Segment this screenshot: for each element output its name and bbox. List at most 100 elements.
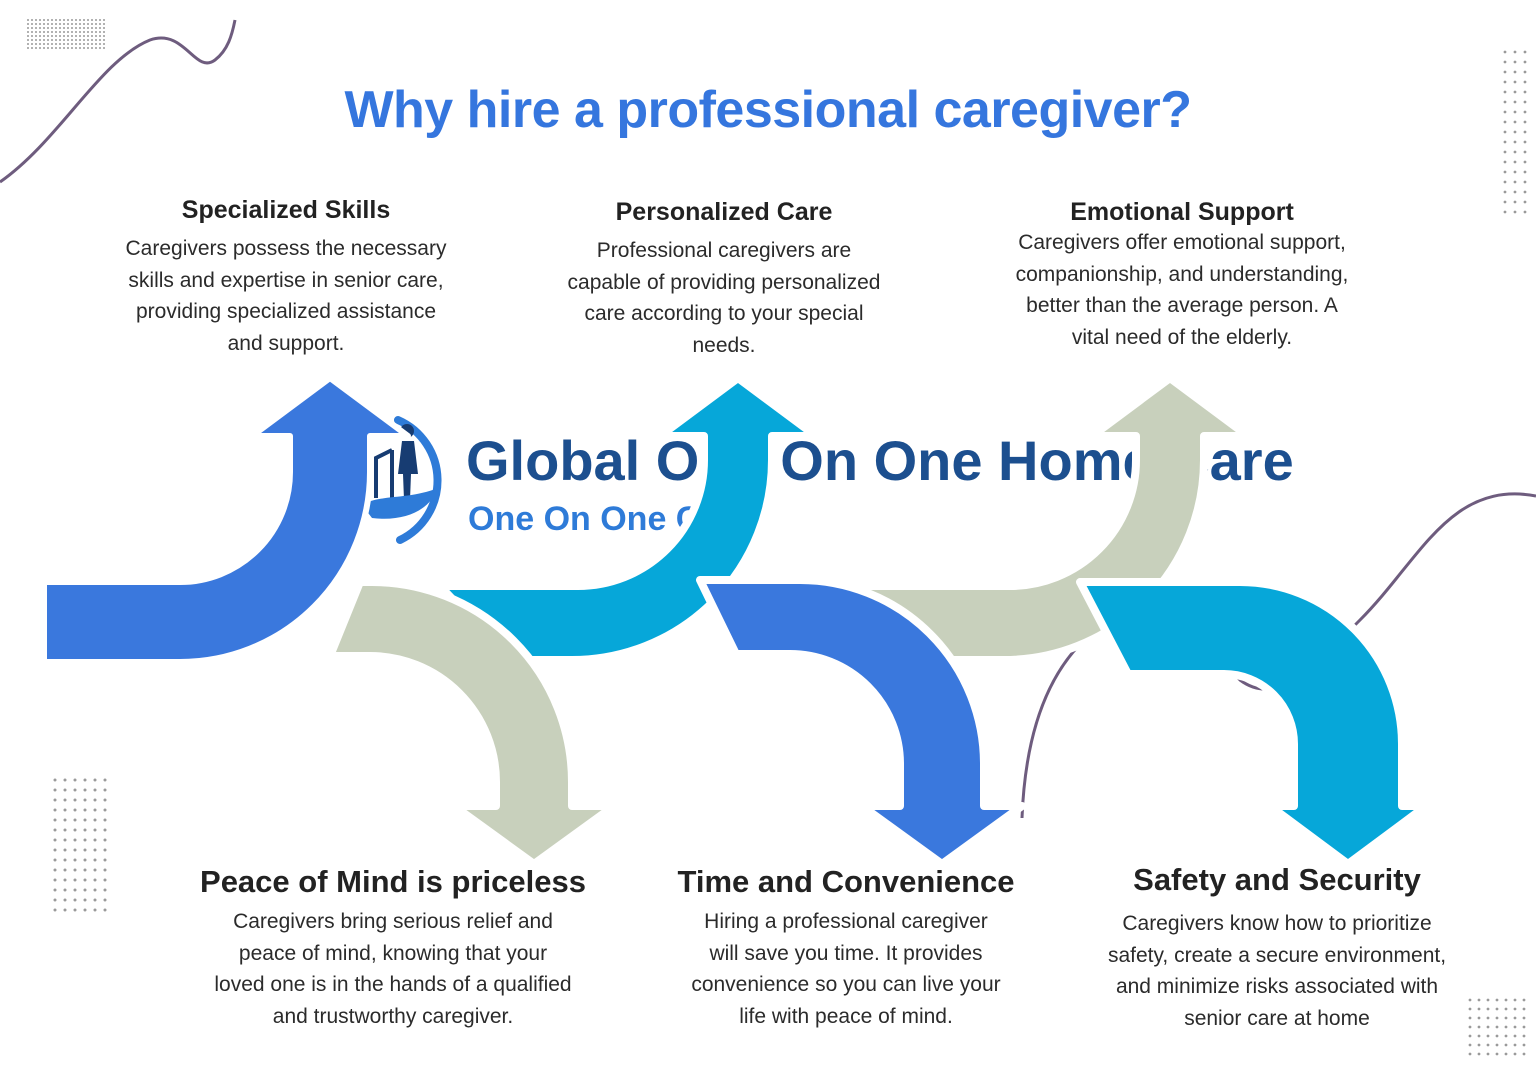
caregiver-hand-icon: [362, 416, 442, 544]
decorative-dot: [103, 868, 107, 872]
decorative-dot: [1513, 210, 1517, 214]
decorative-dot: [73, 878, 77, 882]
decorative-dot: [1495, 1052, 1499, 1056]
decorative-dot: [83, 27, 85, 29]
decorative-dot: [1504, 1052, 1508, 1056]
decorative-dot: [1523, 200, 1527, 204]
decorative-dot: [1513, 70, 1517, 74]
decorative-dot: [71, 47, 73, 49]
decorative-dot: [59, 31, 61, 33]
decorative-dot: [71, 27, 73, 29]
decorative-dot: [53, 898, 57, 902]
decorative-dot: [51, 31, 53, 33]
decorative-dot: [73, 868, 77, 872]
card-personalized-care: Personalized Care Professional caregiver…: [538, 198, 910, 361]
decorative-dot: [91, 39, 93, 41]
arrow-down-cyan: [1076, 578, 1430, 868]
decorative-dot: [31, 35, 33, 37]
decorative-dot: [73, 888, 77, 892]
decorative-dot: [1468, 1052, 1472, 1056]
card-line: life with peace of mind.: [739, 1004, 953, 1028]
decorative-dot: [99, 19, 101, 21]
decorative-dot: [1504, 1043, 1508, 1047]
decorative-dot: [79, 19, 81, 21]
card-line: safety, create a secure environment,: [1107, 943, 1447, 967]
decorative-dot: [103, 39, 105, 41]
decorative-dot: [1523, 120, 1527, 124]
decorative-dot: [83, 878, 87, 882]
decorative-dot: [53, 838, 57, 842]
decorative-dot: [59, 23, 61, 25]
decorative-dot: [27, 39, 29, 41]
decorative-dot: [43, 39, 45, 41]
decorative-dot: [93, 868, 97, 872]
decorative-dot: [91, 43, 93, 45]
decorative-dot: [103, 23, 105, 25]
decorative-dot: [75, 39, 77, 41]
decorative-dot: [93, 838, 97, 842]
decorative-dot: [103, 35, 105, 37]
decorative-dot: [63, 908, 67, 912]
decorative-dot: [63, 858, 67, 862]
decorative-dot: [79, 39, 81, 41]
decorative-dot: [1513, 1043, 1517, 1047]
decorative-dot: [59, 19, 61, 21]
decorative-dot: [43, 47, 45, 49]
decorative-dot: [95, 35, 97, 37]
decorative-dot: [39, 47, 41, 49]
card-line: Caregivers possess the necessary: [125, 237, 447, 260]
decorative-dot: [1513, 80, 1517, 84]
decorative-dot: [1523, 50, 1527, 54]
decorative-dot: [1503, 130, 1507, 134]
decorative-dot: [103, 31, 105, 33]
decorative-dot: [73, 898, 77, 902]
decorative-dot: [103, 19, 105, 21]
arrow-down-blue: [696, 576, 1026, 868]
card-heading: Personalized Care: [615, 198, 833, 226]
decorative-dot: [91, 27, 93, 29]
decorative-dot: [1503, 170, 1507, 174]
decorative-dot: [47, 27, 49, 29]
arrow-up-blue: [41, 375, 411, 665]
decorative-dot: [73, 798, 77, 802]
decorative-dot: [55, 19, 57, 21]
decorative-dot: [35, 43, 37, 45]
decorative-dot: [1503, 80, 1507, 84]
decorative-dot: [1503, 140, 1507, 144]
decorative-dot: [95, 43, 97, 45]
card-heading: Emotional Support: [1070, 198, 1294, 226]
decorative-dot: [93, 908, 97, 912]
decorative-dot: [1513, 120, 1517, 124]
decorative-dot: [93, 888, 97, 892]
decorative-dot: [51, 47, 53, 49]
decorative-dot: [93, 808, 97, 812]
decorative-dot: [93, 878, 97, 882]
decorative-dot: [93, 848, 97, 852]
decorative-dot: [1495, 1034, 1499, 1038]
decorative-dot: [53, 778, 57, 782]
decorative-dot: [27, 19, 29, 21]
decorative-dot: [63, 898, 67, 902]
decorative-dot: [103, 818, 107, 822]
decorative-dot: [1468, 998, 1472, 1002]
decorative-dot: [83, 798, 87, 802]
decorative-dot: [83, 898, 87, 902]
decorative-curve-top-left: [0, 19, 237, 184]
decorative-dot: [47, 19, 49, 21]
decorative-dot: [1503, 150, 1507, 154]
decorative-dot: [1513, 100, 1517, 104]
card-heading: Specialized Skills: [181, 196, 391, 224]
decorative-dot: [1468, 1007, 1472, 1011]
decorative-dot: [75, 23, 77, 25]
card-line: will save you time. It provides: [709, 941, 983, 965]
decorative-dot: [1522, 1025, 1526, 1029]
decorative-dot: [1523, 150, 1527, 154]
decorative-dot: [1523, 210, 1527, 214]
decorative-dot: [103, 838, 107, 842]
decorative-dot: [1477, 1052, 1481, 1056]
decorative-dot: [71, 35, 73, 37]
decorative-dot: [39, 31, 41, 33]
decorative-dot: [73, 818, 77, 822]
decorative-dot: [1523, 190, 1527, 194]
decorative-dot: [1503, 120, 1507, 124]
